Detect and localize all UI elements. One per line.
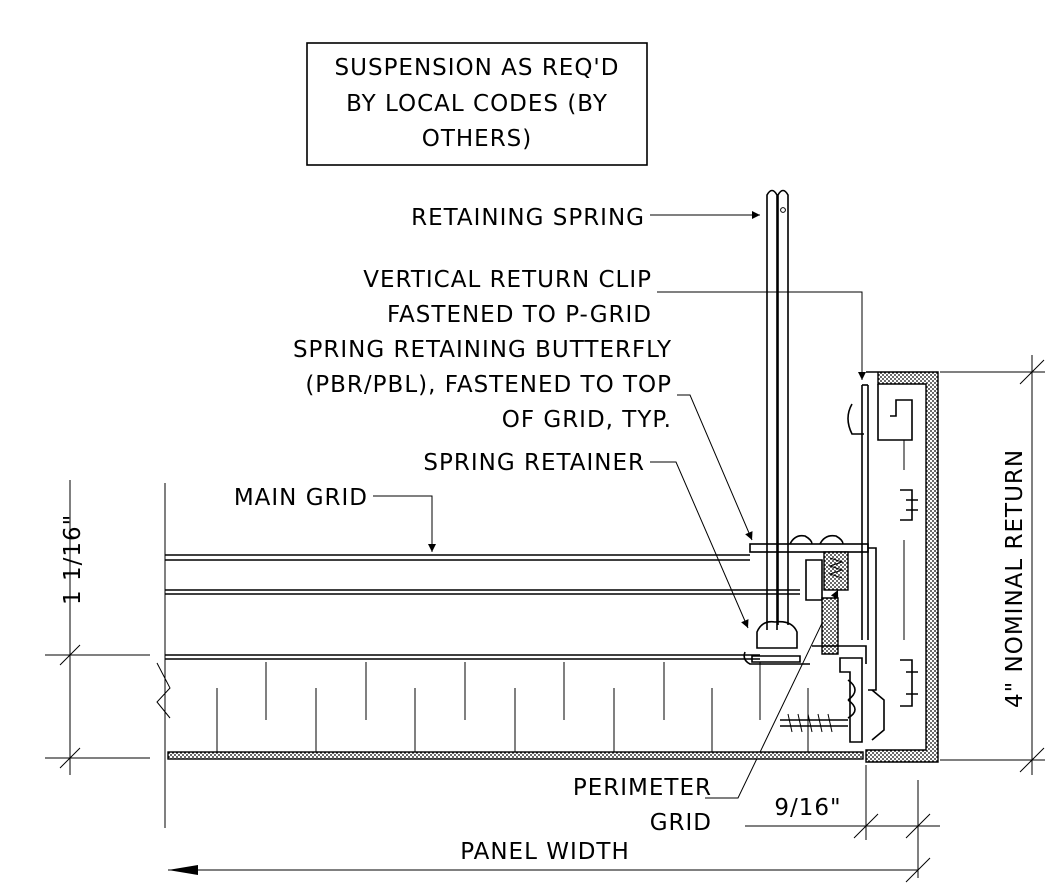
svg-text:VERTICAL RETURN CLIP: VERTICAL RETURN CLIP [363, 267, 652, 293]
perimeter-grid [780, 597, 867, 743]
svg-text:FASTENED TO P-GRID: FASTENED TO P-GRID [387, 302, 652, 328]
flange-width-value: 9/16" [774, 795, 841, 821]
dimension-flange-width: 9/16" [745, 765, 940, 878]
label-main-grid: MAIN GRID [234, 485, 436, 552]
svg-text:SPRING RETAINER: SPRING RETAINER [423, 450, 645, 476]
note-line-2: BY LOCAL CODES (BY [346, 91, 608, 117]
svg-text:MAIN GRID: MAIN GRID [234, 485, 368, 511]
dimension-panel-width: PANEL WIDTH [168, 839, 931, 883]
nominal-return-value: 4" NOMINAL RETURN [1002, 449, 1028, 708]
svg-text:(PBR/PBL), FASTENED TO TOP: (PBR/PBL), FASTENED TO TOP [305, 372, 672, 398]
dimension-grid-height: 1 1/16" [45, 480, 150, 775]
panel-width-value: PANEL WIDTH [460, 839, 630, 865]
label-vertical-return-clip: VERTICAL RETURN CLIP FASTENED TO P-GRID [363, 267, 866, 380]
label-perimeter-grid: PERIMETER GRID [573, 589, 839, 836]
note-line-3: OTHERS) [422, 126, 533, 152]
label-spring-retaining-butterfly: SPRING RETAINING BUTTERFLY (PBR/PBL), FA… [293, 337, 753, 541]
main-grid-assembly [156, 483, 864, 828]
svg-text:GRID: GRID [650, 810, 712, 836]
label-retaining-spring: RETAINING SPRING [411, 205, 760, 231]
note-line-1: SUSPENSION AS REQ'D [335, 55, 620, 81]
retaining-spring [743, 189, 810, 665]
grid-height-value: 1 1/16" [60, 514, 86, 605]
svg-text:RETAINING SPRING: RETAINING SPRING [411, 205, 645, 231]
svg-text:SPRING RETAINING BUTTERFLY: SPRING RETAINING BUTTERFLY [293, 337, 672, 363]
suspension-note-box: SUSPENSION AS REQ'D BY LOCAL CODES (BY O… [306, 42, 648, 166]
vertical-return-panel [847, 371, 939, 763]
svg-text:PERIMETER: PERIMETER [573, 775, 712, 801]
svg-text:OF GRID, TYP.: OF GRID, TYP. [502, 407, 672, 433]
label-spring-retainer: SPRING RETAINER [423, 450, 749, 629]
dimension-nominal-return: 4" NOMINAL RETURN [940, 355, 1045, 775]
vertical-return-clip [861, 384, 885, 741]
